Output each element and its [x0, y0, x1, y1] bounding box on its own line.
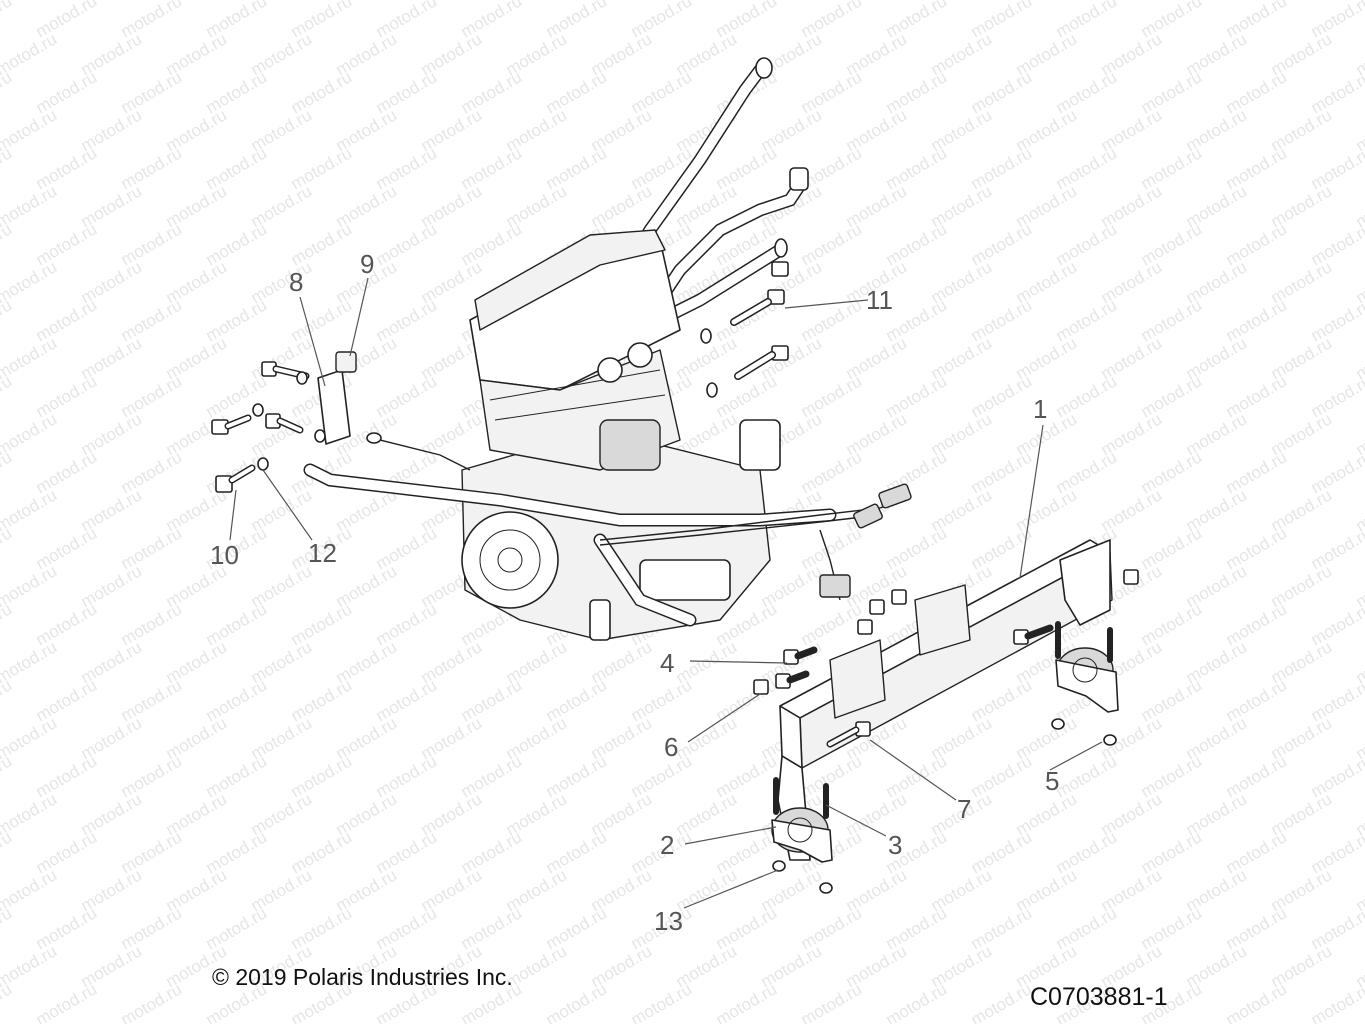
- watermark-text: motod.ru: [0, 865, 60, 915]
- crossmember: [777, 539, 1113, 861]
- watermark-text: motod.ru: [968, 979, 1036, 1024]
- coolant-hose-lower: [303, 463, 837, 627]
- watermark-text: motod.ru: [0, 67, 15, 117]
- watermark-text: motod.ru: [0, 105, 60, 155]
- callout-2: 2: [660, 830, 674, 860]
- watermark-text: motod.ru: [0, 561, 60, 611]
- callout-labels: 1 2 3 4 5 6 7 8 9 10 11 12 13: [210, 249, 1059, 936]
- watermark-text: motod.ru: [1308, 979, 1365, 1024]
- watermark-text: motod.ru: [0, 409, 60, 459]
- watermark-text: motod.ru: [0, 295, 15, 345]
- crossmember-fasteners: [753, 569, 1139, 748]
- bolts-left: [211, 361, 326, 493]
- callout-10: 10: [210, 540, 239, 570]
- watermark-text: motod.ru: [0, 219, 15, 269]
- engine-bracket: [317, 351, 357, 445]
- wiring-harness: [366, 432, 912, 601]
- watermark-text: motod.ru: [543, 979, 611, 1024]
- callout-9: 9: [360, 249, 374, 279]
- bolts-item-11: [700, 261, 789, 398]
- watermark-text: motod.ru: [0, 257, 60, 307]
- coolant-pipe-right: [653, 167, 809, 307]
- watermark-text: motod.ru: [0, 0, 15, 41]
- watermark-text: motod.ru: [0, 789, 60, 839]
- leader-lines: [229, 277, 1103, 909]
- watermark-text: motod.ru: [0, 713, 60, 763]
- watermark-text: motod.ru: [0, 523, 15, 573]
- callout-7: 7: [957, 794, 971, 824]
- watermark-text: motod.ru: [0, 979, 15, 1024]
- watermark-text: motod.ru: [33, 979, 101, 1024]
- copyright-notice: © 2019 Polaris Industries Inc.: [212, 964, 513, 990]
- watermark-text: motod.ru: [0, 827, 15, 877]
- callout-1: 1: [1033, 394, 1047, 424]
- watermark-text: motod.ru: [0, 903, 15, 953]
- callout-5: 5: [1045, 766, 1059, 796]
- watermark-text: motod.ru: [0, 29, 60, 79]
- watermark-text: motod.ru: [0, 941, 60, 991]
- watermark-text: motod.ru: [0, 485, 60, 535]
- engine-assembly: [461, 229, 781, 641]
- watermark-text: motod.ru: [1223, 979, 1291, 1024]
- watermark-text: motod.ru: [883, 979, 951, 1024]
- engine-mount-rear: [1051, 621, 1119, 746]
- callout-4: 4: [660, 648, 674, 678]
- figure-code: C0703881-1: [1030, 983, 1168, 1011]
- watermark-text: motod.ru: [713, 979, 781, 1024]
- watermark-text: motod.ru: [118, 979, 186, 1024]
- watermark-text: motod.ru: [0, 637, 60, 687]
- callout-6: 6: [664, 732, 678, 762]
- watermark-text: motod.ru: [0, 181, 60, 231]
- engine-mount-front: [771, 777, 833, 894]
- callout-12: 12: [308, 538, 337, 568]
- watermark-text: motod.ru: [0, 675, 15, 725]
- callout-11: 11: [866, 285, 893, 315]
- watermark-text: motod.ru: [798, 979, 866, 1024]
- watermark-text: motod.ru: [628, 979, 696, 1024]
- watermark-text: motod.ru: [0, 143, 15, 193]
- watermark-text: motod.ru: [0, 371, 15, 421]
- callout-3: 3: [888, 830, 902, 860]
- callout-8: 8: [289, 267, 303, 297]
- watermark-text: motod.ru: [0, 751, 15, 801]
- watermark-text: motod.ru: [0, 599, 15, 649]
- callout-13: 13: [654, 906, 683, 936]
- watermark-text: motod.ru: [0, 447, 15, 497]
- watermark-text: motod.ru: [0, 333, 60, 383]
